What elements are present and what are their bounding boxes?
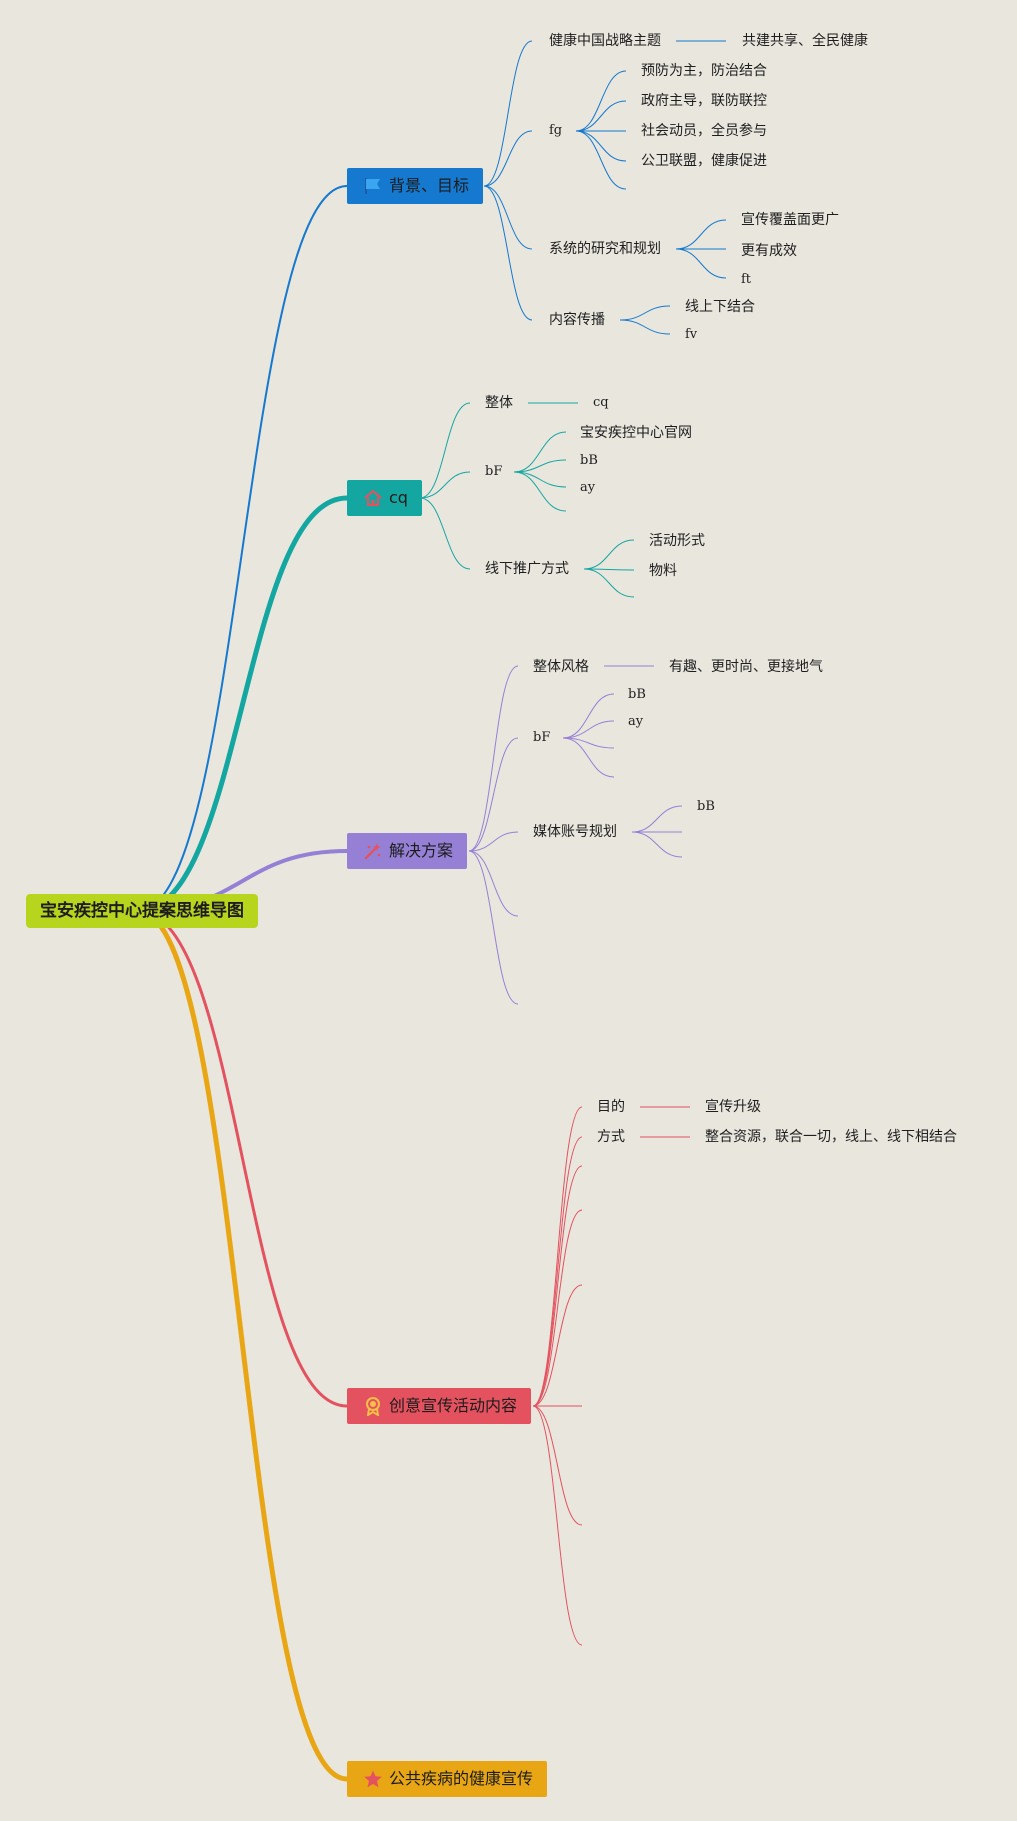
- flag-icon: [363, 176, 383, 196]
- connector: [631, 805, 683, 833]
- topic-theme-value[interactable]: 共建共享、全民健康: [742, 33, 868, 49]
- topic-overall[interactable]: 整体: [485, 395, 513, 411]
- topic-bf[interactable]: bF: [533, 730, 551, 745]
- connector: [137, 908, 348, 1782]
- topic-fg-item[interactable]: 社会动员，全员参与: [641, 123, 767, 139]
- topic-spread-item[interactable]: fv: [685, 327, 698, 342]
- topic-method[interactable]: 方式: [597, 1129, 625, 1145]
- branch-background-goals[interactable]: 背景、目标: [347, 168, 484, 204]
- topic-fg[interactable]: fg: [549, 123, 563, 138]
- connector: [419, 497, 471, 570]
- connector: [513, 459, 567, 473]
- topic-bf-item[interactable]: bB: [580, 453, 598, 468]
- topic-spread-item[interactable]: 线上下结合: [685, 299, 755, 315]
- connector: [532, 1405, 583, 1646]
- connector: [137, 909, 348, 1408]
- connector: [575, 130, 627, 162]
- topic-method-value[interactable]: 整合资源，联合一切，线上、线下相结合: [705, 1129, 957, 1145]
- connector: [619, 305, 671, 321]
- connector: [468, 737, 519, 852]
- connector: [575, 130, 627, 190]
- connector: [575, 70, 627, 132]
- connector: [513, 471, 567, 488]
- connector: [419, 471, 471, 499]
- topic-offline-item[interactable]: 物料: [649, 563, 677, 579]
- topic-goal-value[interactable]: 宣传升级: [705, 1099, 761, 1115]
- connector: [532, 1209, 583, 1407]
- connector: [562, 720, 615, 739]
- branch-creative-content[interactable]: 创意宣传活动内容: [347, 1388, 532, 1424]
- connector: [468, 850, 519, 1005]
- topic-offline-item[interactable]: 活动形式: [649, 533, 705, 549]
- topic-fg-item[interactable]: 预防为主，防治结合: [641, 63, 767, 79]
- topic-bf-item[interactable]: bB: [628, 687, 646, 702]
- topic-research-planning[interactable]: 系统的研究和规划: [549, 241, 661, 257]
- connector: [483, 130, 533, 187]
- topic-media-accounts[interactable]: 媒体账号规划: [533, 824, 617, 840]
- connector: [532, 1136, 583, 1407]
- connector: [468, 831, 519, 852]
- connector: [675, 248, 727, 279]
- connector: [675, 219, 727, 250]
- branch-public-health[interactable]: 公共疾病的健康宣传: [347, 1761, 548, 1797]
- connector: [137, 185, 348, 912]
- topic-overall-value[interactable]: cq: [593, 395, 609, 410]
- topic-bf[interactable]: bF: [485, 464, 503, 479]
- connector: [631, 831, 683, 858]
- connector: [532, 1405, 583, 1526]
- connector: [619, 319, 671, 335]
- branch-label: 背景、目标: [389, 176, 470, 195]
- connector: [483, 40, 533, 187]
- topic-bf-item[interactable]: ay: [580, 480, 596, 495]
- topic-goal[interactable]: 目的: [597, 1099, 625, 1115]
- topic-offline-promotion[interactable]: 线下推广方式: [485, 561, 569, 577]
- connector: [513, 471, 567, 512]
- topic-health-china-theme[interactable]: 健康中国战略主题: [549, 33, 661, 49]
- topic-overall-style[interactable]: 整体风格: [533, 659, 589, 675]
- root-node[interactable]: 宝安疾控中心提案思维导图: [26, 894, 258, 928]
- award-icon: [363, 1396, 383, 1416]
- topic-media-item[interactable]: bB: [697, 799, 715, 814]
- connector: [468, 850, 519, 917]
- connector: [575, 100, 627, 132]
- connector: [513, 431, 567, 473]
- connector: [532, 1106, 583, 1407]
- connector: [532, 1165, 583, 1407]
- connector: [532, 1284, 583, 1407]
- connector: [483, 185, 533, 321]
- connector: [562, 737, 615, 778]
- topic-content-spread[interactable]: 内容传播: [549, 312, 605, 328]
- topic-research-item[interactable]: 宣传覆盖面更广: [741, 212, 839, 228]
- connector: [583, 539, 635, 570]
- branch-label: 公共疾病的健康宣传: [389, 1769, 534, 1788]
- topic-bf-item[interactable]: ay: [628, 714, 644, 729]
- topic-bf-item[interactable]: 宝安疾控中心官网: [580, 425, 692, 441]
- connector: [562, 693, 615, 739]
- topic-research-item[interactable]: 更有成效: [741, 243, 797, 259]
- topic-style-value[interactable]: 有趣、更时尚、更接地气: [669, 659, 823, 675]
- branch-label: 解决方案: [389, 841, 454, 860]
- topic-research-item[interactable]: ft: [741, 272, 752, 287]
- branch-solution[interactable]: 解决方案: [347, 833, 468, 869]
- home-icon: [363, 488, 383, 508]
- branch-label: cq: [389, 488, 408, 507]
- connector: [468, 665, 519, 852]
- connector: [483, 185, 533, 250]
- connector: [419, 402, 471, 499]
- magic-wand-icon: [363, 841, 383, 861]
- star-icon: [363, 1769, 383, 1789]
- branch-label: 创意宣传活动内容: [389, 1396, 518, 1415]
- connector: [137, 495, 348, 914]
- topic-fg-item[interactable]: 公卫联盟，健康促进: [641, 153, 767, 169]
- topic-fg-item[interactable]: 政府主导，联防联控: [641, 93, 767, 109]
- connector: [583, 568, 635, 598]
- branch-cq[interactable]: cq: [347, 480, 422, 516]
